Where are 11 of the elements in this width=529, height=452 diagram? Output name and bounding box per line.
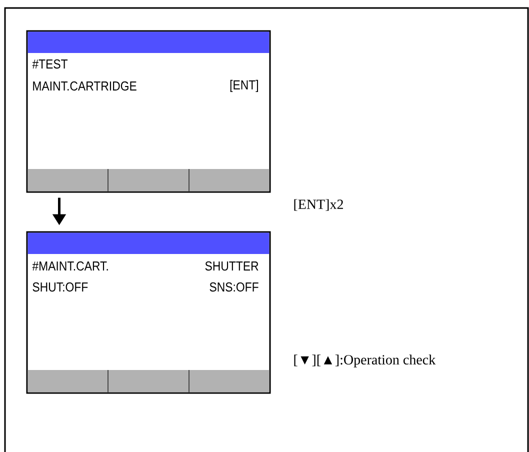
note-text: [▼][▲]:Operation check [294, 354, 436, 368]
lcd-screen [26, 231, 271, 394]
screen-text: SHUTTER [205, 261, 258, 271]
screen-text: SHUT:OFF [32, 282, 88, 292]
screen-text: MAINT.CARTRIDGE [33, 81, 136, 91]
lcd-screen [26, 30, 271, 193]
screen-text: [ENT] [230, 80, 258, 92]
screen-text: #TEST [32, 59, 68, 69]
screen-text: #MAINT.CART. [32, 261, 108, 271]
note-text: [ENT]x2 [294, 199, 343, 211]
screen-text: SNS:OFF [210, 282, 258, 292]
